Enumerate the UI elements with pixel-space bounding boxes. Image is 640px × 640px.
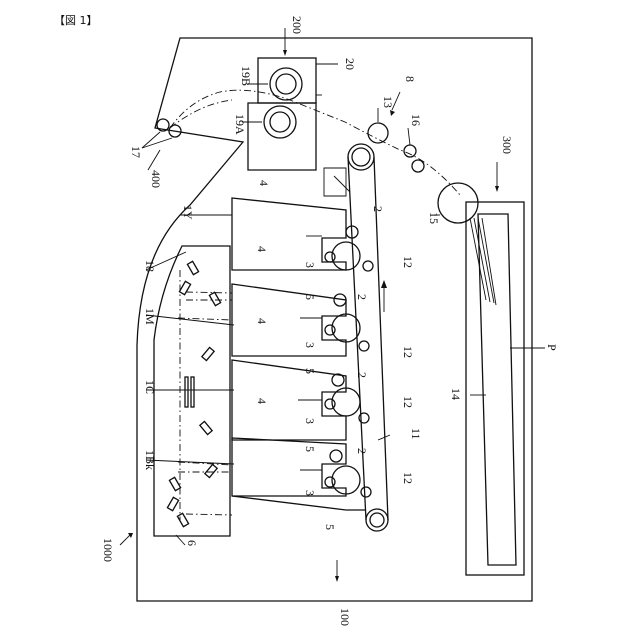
developer-roller-1C — [332, 374, 344, 386]
label-19B: 19B — [239, 66, 253, 86]
label-2-M: 2 — [355, 294, 369, 300]
label-300: 300 — [500, 136, 514, 154]
transfer-roller-12-Bk — [361, 487, 371, 497]
label-16: 16 — [409, 114, 423, 126]
label-2-Bk: 2 — [355, 448, 369, 454]
photoreceptor-drum-1M — [332, 314, 360, 342]
paper-path-branch — [170, 100, 232, 128]
pressure-roller-19A — [264, 106, 296, 138]
label-5-C: 5 — [303, 446, 317, 452]
arrow-300 — [495, 186, 499, 192]
pressure-roller-19A-core — [270, 112, 290, 132]
label-3-Bk: 3 — [303, 490, 317, 496]
fixing-unit-top — [258, 58, 316, 103]
label-5-M: 5 — [303, 368, 317, 374]
belt-drive-roller-inner — [352, 148, 370, 166]
transfer-roller-12-M — [359, 341, 369, 351]
belt-idler-roller — [366, 509, 388, 531]
label-4-M: 4 — [255, 246, 269, 252]
belt-bracket-link — [334, 176, 350, 192]
label-8: 8 — [403, 76, 417, 82]
charger-1M — [325, 325, 335, 335]
paper-path — [170, 90, 460, 195]
label-1M: 1M — [143, 308, 157, 325]
label-11: 11 — [409, 428, 423, 440]
paper-stack-P — [470, 218, 496, 305]
reference-labels: 200 20 19B 19A 8 13 16 17 300 400 15 1Y … — [101, 16, 559, 626]
label-15: 15 — [427, 212, 441, 224]
charger-1Y — [325, 252, 335, 262]
label-13: 13 — [381, 96, 395, 108]
laser-paths — [178, 270, 232, 520]
label-20: 20 — [343, 58, 357, 70]
station-base — [232, 496, 366, 510]
arrow-100 — [335, 576, 339, 582]
fixing-unit-lower — [248, 103, 316, 170]
registration-roller-13 — [368, 123, 388, 143]
label-12-Y: 12 — [401, 256, 415, 268]
exposure-unit-18 — [154, 246, 230, 536]
label-19A: 19A — [233, 114, 247, 135]
label-4-Bk: 4 — [255, 398, 269, 404]
label-14: 14 — [449, 388, 463, 400]
feed-roller-16a — [404, 145, 416, 157]
transfer-roller-12-Y — [363, 261, 373, 271]
label-6: 6 — [185, 540, 199, 546]
station-1Y — [232, 198, 346, 270]
label-1C: 1C — [143, 380, 157, 394]
arrow-200 — [283, 50, 287, 56]
label-1Bk: 1Bk — [143, 450, 157, 470]
developer-roller-1Bk — [330, 450, 342, 462]
belt-idler-roller-inner — [370, 513, 384, 527]
label-4-Y: 4 — [257, 180, 271, 186]
feed-roller-16b — [412, 160, 424, 172]
label-18: 18 — [143, 260, 157, 272]
label-3-Y: 3 — [303, 262, 317, 268]
label-5-Bk: 5 — [323, 524, 337, 530]
label-12-C: 12 — [401, 396, 415, 408]
label-200: 200 — [290, 16, 304, 34]
label-1000: 1000 — [101, 538, 115, 562]
arrow-8 — [390, 110, 395, 116]
label-12-M: 12 — [401, 346, 415, 358]
label-2-Y: 2 — [371, 206, 385, 212]
label-2-C: 2 — [355, 372, 369, 378]
heating-roller-19B-core — [276, 74, 296, 94]
label-4-C: 4 — [255, 318, 269, 324]
pickup-roller-15 — [438, 183, 478, 223]
label-5-Y: 5 — [303, 294, 317, 300]
charger-1Bk — [325, 477, 335, 487]
label-1Y: 1Y — [181, 205, 195, 220]
belt-inner-run — [348, 157, 366, 520]
label-3-C: 3 — [303, 418, 317, 424]
exposure-mirrors — [167, 261, 220, 526]
label-400: 400 — [149, 170, 163, 188]
label-17: 17 — [129, 146, 143, 158]
label-3-M: 3 — [303, 342, 317, 348]
station-1C — [232, 360, 346, 440]
label-P: P — [545, 344, 559, 351]
belt-direction-arrowhead — [381, 280, 387, 288]
belt-bracket — [324, 168, 346, 196]
charger-1C — [325, 399, 335, 409]
station-1M — [232, 284, 346, 356]
arrow-1000 — [128, 533, 133, 538]
figure-title: 【図 1】 — [54, 14, 98, 27]
label-100: 100 — [338, 608, 352, 626]
label-12-Bk: 12 — [401, 472, 415, 484]
